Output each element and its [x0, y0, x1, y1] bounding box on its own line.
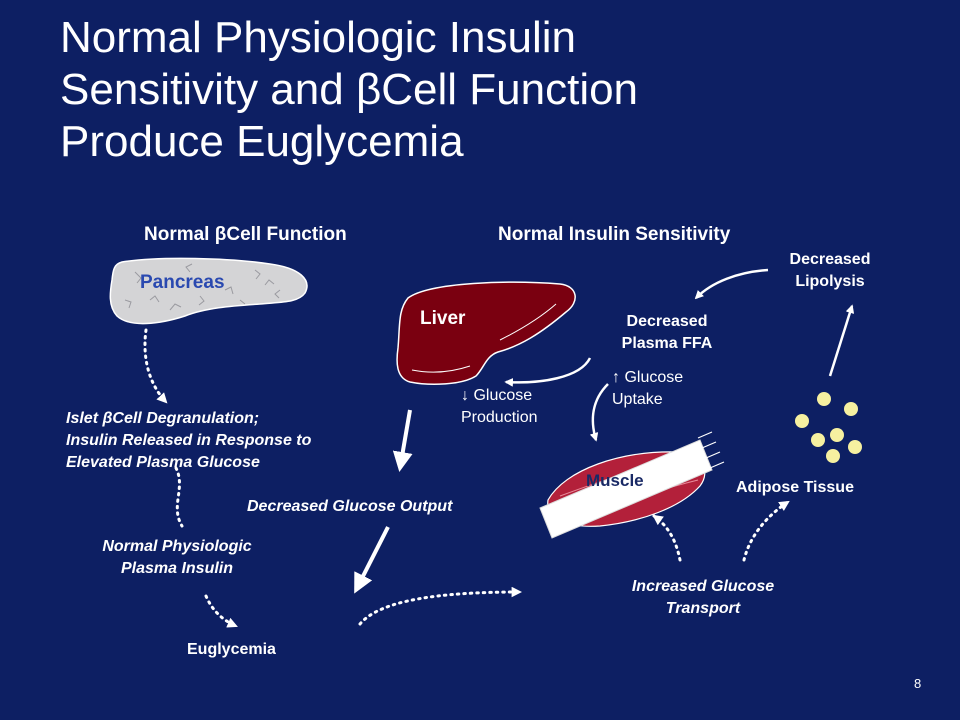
glucose-production-text: ↓ Glucose Production — [461, 385, 538, 429]
decreased-ffa-line1: Decreased — [626, 313, 708, 330]
dotted-islet-to-insulin — [174, 466, 184, 528]
arrow-adipose-to-lipolysis — [828, 304, 855, 377]
dotted-transport-to-muscle — [652, 514, 682, 562]
islet-line3: Elevated Plasma Glucose — [66, 454, 260, 471]
islet-line1-post: Cell Degranulation; — [112, 410, 260, 427]
title-line3: Produce Euglycemia — [60, 117, 464, 166]
pancreas-label: Pancreas — [140, 272, 225, 293]
pancreas-icon — [109, 257, 308, 325]
arrow-lipolysis-to-ffa — [694, 268, 769, 300]
liver-icon — [396, 281, 576, 385]
dotted-euglycemia-to-transport — [358, 586, 523, 626]
title-line1: Normal Physiologic Insulin — [60, 13, 576, 62]
euglycemia-label: Euglycemia — [187, 641, 276, 658]
arrow-to-muscle — [589, 383, 609, 442]
arrow-liver-to-output — [392, 409, 413, 472]
dotted-pancreas-to-islet — [143, 328, 168, 404]
increased-glucose-transport-text: Increased Glucose Transport — [600, 576, 806, 620]
liver-label: Liver — [420, 308, 466, 329]
solid-arrows — [354, 268, 855, 594]
decreased-lipolysis-line1: Decreased — [789, 251, 871, 268]
decreased-ffa-line2: Plasma FFA — [621, 335, 713, 352]
glucose-production-line2: Production — [461, 409, 538, 426]
decreased-lipolysis-line2: Lipolysis — [795, 273, 865, 290]
islet-degranulation-text: Islet βCell Degranulation; Insulin Relea… — [66, 408, 311, 474]
normal-insulin-line1: Normal Physiologic — [102, 538, 252, 555]
glucose-uptake-line2: Uptake — [612, 391, 663, 408]
arrow-ffa-to-production — [504, 357, 592, 387]
slide-title: Normal Physiologic Insulin Sensitivity a… — [60, 12, 920, 168]
heading-insulin-sensitivity: Normal Insulin Sensitivity — [498, 224, 731, 245]
glucose-uptake-line1: ↑ Glucose — [612, 369, 684, 386]
decreased-lipolysis-text: Decreased Lipolysis — [766, 249, 894, 293]
page-number: 8 — [914, 676, 922, 691]
title-beta: β — [355, 65, 382, 114]
normal-plasma-insulin-text: Normal Physiologic Plasma Insulin — [74, 536, 280, 580]
dotted-transport-to-adipose — [742, 500, 790, 562]
heading-beta-post: Cell Function — [226, 224, 347, 245]
islet-line1-pre: Islet — [66, 410, 103, 427]
increased-transport-line1: Increased Glucose — [631, 578, 775, 595]
glucose-production-line1: ↓ Glucose — [461, 387, 533, 404]
muscle-label: Muscle — [586, 471, 644, 490]
heading-beta-pre: Normal — [144, 224, 215, 245]
dotted-insulin-to-euglycemia — [204, 594, 238, 628]
adipose-tissue-label: Adipose Tissue — [736, 479, 854, 496]
arrow-output-to-euglycemia — [354, 526, 390, 594]
normal-insulin-line2: Plasma Insulin — [120, 560, 234, 577]
heading-beta-symbol: β — [214, 224, 227, 245]
dotted-arrows — [143, 328, 790, 628]
increased-transport-line2: Transport — [665, 600, 741, 617]
title-line2-pre: Sensitivity and — [60, 65, 356, 114]
muscle-icon — [539, 431, 725, 539]
glucose-uptake-text: ↑ Glucose Uptake — [612, 367, 683, 411]
islet-line2: Insulin Released in Response to — [66, 432, 312, 449]
decreased-plasma-ffa-text: Decreased Plasma FFA — [596, 311, 738, 355]
decreased-glucose-output-text: Decreased Glucose Output — [247, 498, 453, 515]
title-line2-post: Cell Function — [381, 65, 639, 114]
heading-beta-cell-function: Normal βCell Function — [144, 224, 347, 246]
adipose-tissue-icon — [795, 392, 862, 463]
islet-beta-symbol: β — [102, 410, 113, 427]
